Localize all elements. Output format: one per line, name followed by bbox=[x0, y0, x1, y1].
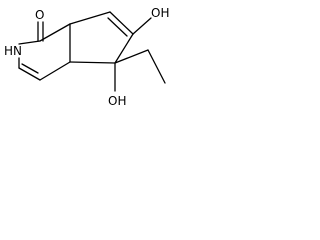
bond-c7-c6 bbox=[109, 11, 134, 35]
bond-c4a-c4 bbox=[39, 61, 71, 81]
bond-n2-c1 bbox=[18, 40, 41, 45]
bond-c6-oh bbox=[132, 17, 152, 35]
bond-ethyl-methyl bbox=[147, 49, 166, 84]
atom-label-hydroxyl-bottom: OH bbox=[108, 94, 126, 108]
bond-c6-c5 bbox=[114, 33, 134, 64]
bond-c5-ethyl bbox=[114, 49, 149, 64]
bond-c4-c3 bbox=[18, 67, 41, 81]
bond-c4-c3-double bbox=[21, 63, 39, 74]
bond-c7a-c7 bbox=[69, 11, 111, 25]
bond-c1-c7a bbox=[39, 23, 71, 42]
bond-c5-c4a bbox=[69, 61, 116, 64]
atom-label-carbonyl-oxygen: O bbox=[35, 8, 44, 22]
bond-c7-c6-double bbox=[107, 17, 128, 37]
chemical-structure-diagram: O HN OH OH bbox=[4, 6, 169, 108]
atom-label-ring-nitrogen: HN bbox=[4, 44, 22, 58]
atom-label-hydroxyl-top: OH bbox=[151, 6, 169, 20]
